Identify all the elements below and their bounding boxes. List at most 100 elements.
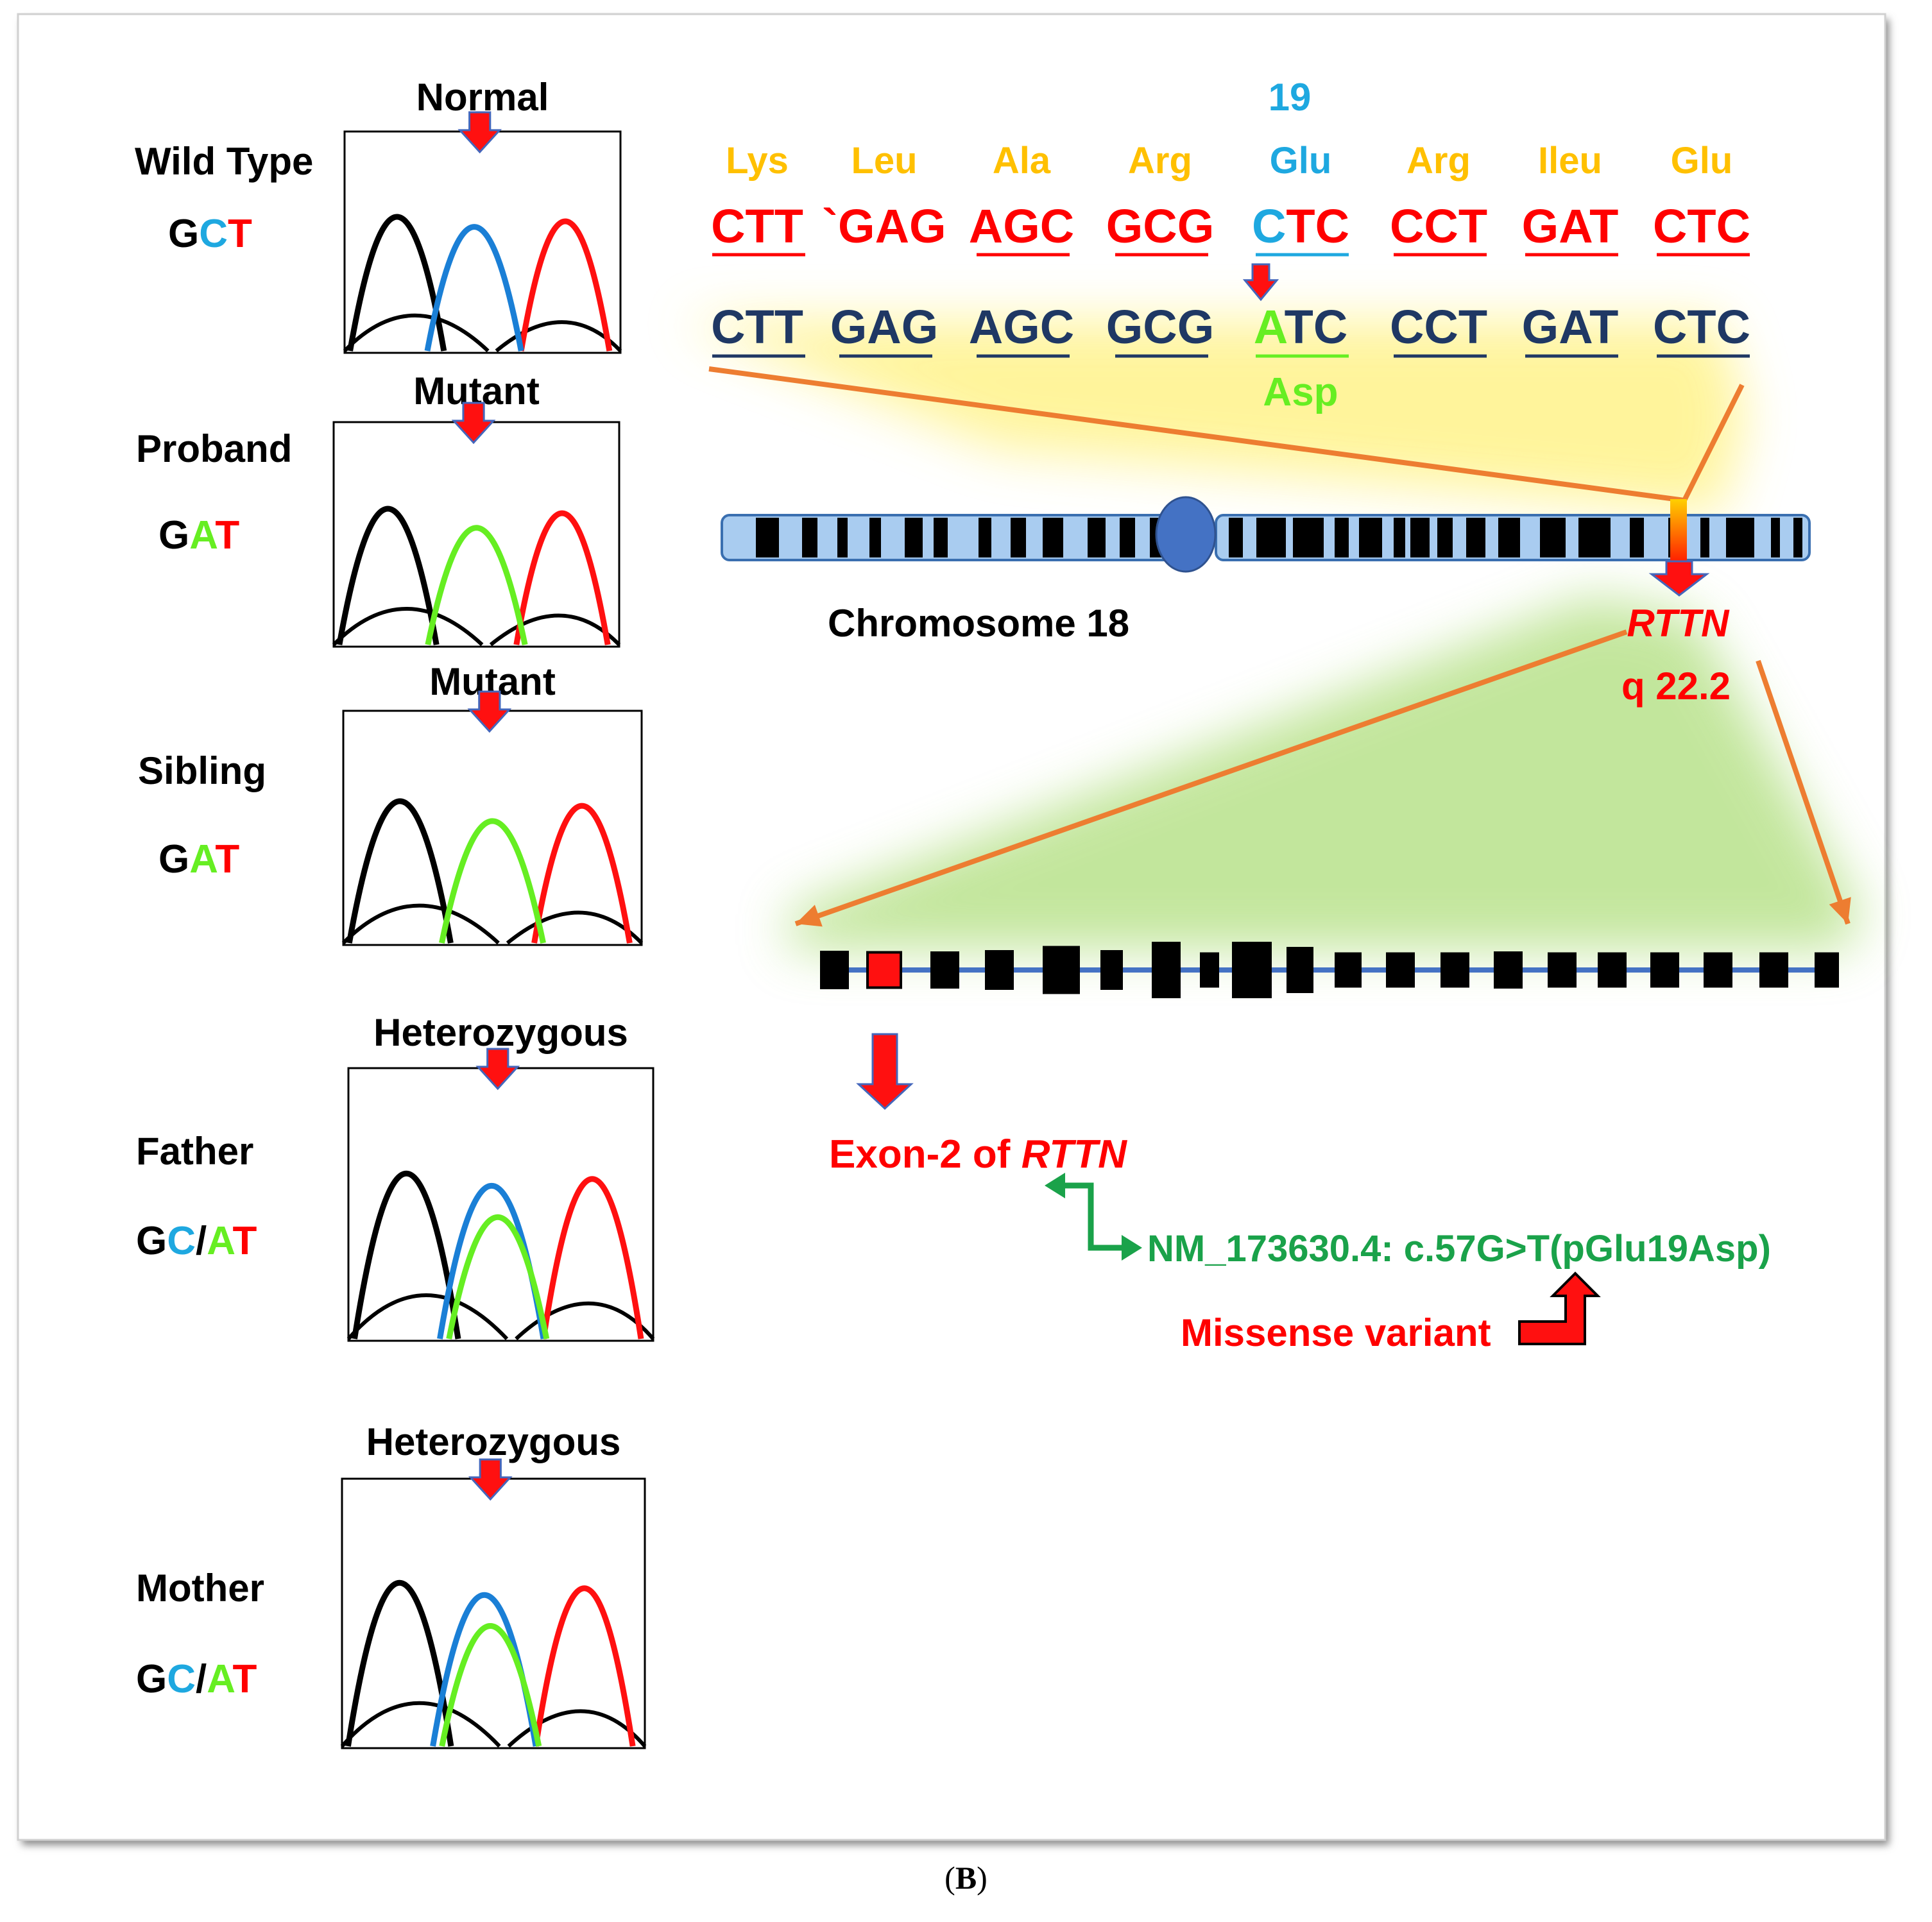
- mutant-codon: GAG: [830, 300, 938, 358]
- zoom-line: [708, 366, 1685, 503]
- exon-pointer-arrow: [856, 1033, 914, 1110]
- mutant-codon-text: ATC: [1254, 300, 1348, 353]
- variant-elbow-arrow: [1518, 1271, 1601, 1345]
- wild-codon-text: AGC: [969, 200, 1074, 253]
- chromosome-band: [1578, 518, 1611, 557]
- exon-box: [1704, 952, 1732, 988]
- amino-acid-label: Glu: [1270, 140, 1332, 182]
- wild-codon: CCT: [1390, 200, 1487, 257]
- caption-letter: B: [955, 1860, 977, 1896]
- wild-codon-text: `GAG: [822, 200, 946, 253]
- chromosome-band: [934, 518, 948, 557]
- wild-codon: AGC: [969, 200, 1074, 257]
- exon-box: [1440, 952, 1469, 988]
- variant-pointer-arrow: [467, 690, 512, 733]
- exon-box: [1759, 952, 1788, 988]
- locus-arrow: [1648, 560, 1710, 597]
- wild-codon: CTC: [1653, 200, 1750, 257]
- exon-box: [1152, 942, 1181, 998]
- chromosome-band: [1293, 518, 1324, 557]
- exon-box: [820, 951, 849, 989]
- wild-codon-text: CTC: [1252, 200, 1349, 253]
- variant-pointer-arrow: [451, 402, 496, 445]
- link-arrowhead: [1045, 1173, 1065, 1198]
- sequence-highlight-glow: [680, 321, 1745, 513]
- trace-box: [341, 1477, 646, 1749]
- exon-box: [1548, 952, 1577, 988]
- genotype-label: GC/AT: [136, 1657, 257, 1701]
- zoom-arrow-left: [794, 629, 1628, 926]
- exon-box: [930, 951, 959, 989]
- chromosome-band: [802, 518, 817, 557]
- amino-acid-label: Glu: [1671, 140, 1733, 182]
- chromosome-band: [1410, 518, 1430, 557]
- wild-codon: CTC: [1252, 200, 1349, 257]
- caption-open: (: [945, 1860, 955, 1896]
- chromosome-band: [1394, 518, 1405, 557]
- mutant-codon: CCT: [1390, 300, 1487, 358]
- baseline-hump: [340, 1701, 501, 1748]
- mutant-codon-text: GCG: [1106, 300, 1215, 353]
- exon-box: [1200, 952, 1219, 988]
- mutant-codon-text: GAT: [1522, 300, 1619, 353]
- wild-codon: GCG: [1106, 200, 1214, 257]
- genotype-label: GAT: [158, 513, 239, 557]
- chromosome-band: [1011, 518, 1026, 557]
- figure-caption: (B): [0, 1859, 1932, 1896]
- mutant-codon: GCG: [1106, 300, 1215, 358]
- trace-box: [342, 710, 643, 946]
- genotype-label: GCT: [168, 212, 252, 256]
- chromosome-band: [1466, 518, 1485, 557]
- rttn-locus-band: [1670, 499, 1687, 561]
- peak-t: [518, 218, 613, 352]
- gene-highlight-glow: [789, 597, 1861, 949]
- chromosome-band: [1771, 518, 1780, 557]
- chromosome-band: [1335, 518, 1349, 557]
- caption-close: ): [977, 1860, 987, 1896]
- exon-box: [985, 950, 1014, 990]
- chromosome-band: [756, 518, 779, 557]
- baseline-hump: [343, 313, 490, 353]
- mutant-amino-acid: Asp: [1263, 370, 1338, 414]
- exon-box: [1386, 952, 1415, 988]
- mutant-codon: CTT: [711, 300, 805, 358]
- wild-codon-text: GAT: [1522, 200, 1619, 253]
- chromosome-band: [905, 518, 923, 557]
- peak-g: [345, 1579, 454, 1747]
- exon-box: [1335, 952, 1362, 988]
- zoom-arrow-left-head: [796, 905, 823, 927]
- position-number: 19: [1269, 76, 1312, 119]
- mutant-codon: CTC: [1653, 300, 1750, 358]
- mutant-codon-text: CTT: [711, 300, 803, 353]
- status-label: Heterozygous: [373, 1011, 628, 1054]
- baseline-hump: [346, 1293, 509, 1341]
- status-label: Heterozygous: [366, 1420, 621, 1463]
- peak-g: [336, 506, 440, 645]
- chromosome-band: [1088, 518, 1106, 557]
- trace-box: [332, 421, 620, 648]
- baseline-hump: [341, 903, 500, 945]
- amino-acid-label: Arg: [1406, 140, 1471, 182]
- exon-box: [1100, 950, 1123, 990]
- chromosome-band: [1630, 518, 1644, 557]
- chromosome-band: [1359, 518, 1382, 557]
- link-elbow: [1062, 1182, 1126, 1251]
- sample-name: Sibling: [138, 749, 266, 792]
- peak-t: [533, 1585, 636, 1747]
- chromosome-band: [979, 518, 991, 557]
- gene-name: RTTN: [1627, 602, 1731, 645]
- variant-pointer-arrow: [475, 1048, 520, 1091]
- wild-codon: GAT: [1522, 200, 1619, 257]
- sample-name: Wild Type: [135, 140, 313, 183]
- mutant-codon: GAT: [1522, 300, 1619, 358]
- chromosome-band: [1256, 518, 1286, 557]
- sample-name: Father: [136, 1130, 253, 1173]
- mutant-codon-text: CCT: [1390, 300, 1487, 353]
